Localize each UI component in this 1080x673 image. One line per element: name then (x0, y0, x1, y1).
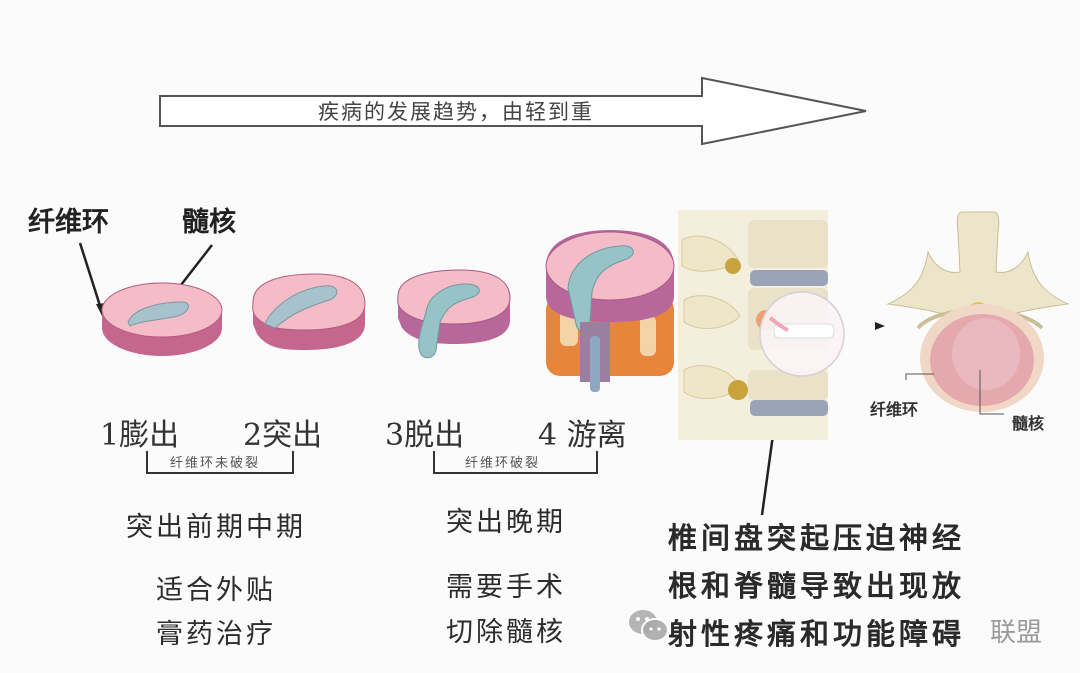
stage-4-label: 游离 (566, 418, 627, 453)
late-treatment-line1: 需要手术 (446, 572, 566, 603)
progression-arrow (159, 76, 867, 146)
early-treatment-line1: 适合外贴 (156, 575, 276, 606)
stage-3-label: 脱出 (404, 418, 465, 453)
symptom-description: 椎间盘突起压迫神经 根和脊髓导致出现放 射性疼痛和功能障碍 (668, 514, 965, 658)
vertebra-nucleus-label: 髓核 (1012, 414, 1045, 433)
disc-bulging-illustration (101, 282, 223, 356)
disc-protrusion-illustration (252, 273, 366, 350)
late-treatment-line2: 切除髓核 (446, 617, 566, 648)
symptom-line-2: 根和脊髓导致出现放 (668, 569, 966, 603)
stage-1: 1膨出 (100, 410, 179, 454)
vertebra-pointer-lines (905, 370, 1004, 415)
stage-2: 2突出 (243, 410, 322, 454)
stage-3-number: 3 (385, 418, 405, 453)
stage-2-label: 突出 (262, 418, 323, 453)
annulus-label: 纤维环 (28, 207, 109, 238)
nucleus-label: 髓核 (182, 207, 236, 238)
pointer-triangle-icon (875, 322, 885, 330)
stage-1-label: 膨出 (119, 418, 180, 453)
disc-extrusion-illustration (397, 269, 511, 359)
stage-2-number: 2 (243, 418, 263, 453)
late-phase-text: 突出晚期 (446, 507, 566, 538)
vertebra-top-illustration (884, 211, 1070, 412)
stage-1-number: 1 (100, 418, 120, 453)
bracket-ruptured-text: 纤维环破裂 (465, 456, 541, 471)
stage-4: 4 游离 (538, 410, 627, 454)
symptom-line-1: 椎间盘突起压迫神经 (668, 521, 966, 555)
wechat-icon (629, 610, 669, 642)
early-phase-text: 突出前期中期 (126, 512, 306, 543)
watermark-text: 联盟 (990, 618, 1043, 648)
stage-4-number: 4 (538, 418, 558, 453)
early-treatment-line2: 膏药治疗 (156, 619, 276, 650)
stage-3: 3脱出 (385, 410, 464, 454)
vertebra-annulus-label: 纤维环 (870, 400, 919, 419)
spine-lateral-illustration (678, 210, 845, 440)
disc-sequestration-illustration (545, 230, 675, 392)
symptom-line-3: 射性疼痛和功能障碍 (668, 617, 966, 651)
bracket-intact-text: 纤维环未破裂 (170, 456, 261, 471)
arrow-caption: 疾病的发展趋势，由轻到重 (318, 100, 594, 124)
